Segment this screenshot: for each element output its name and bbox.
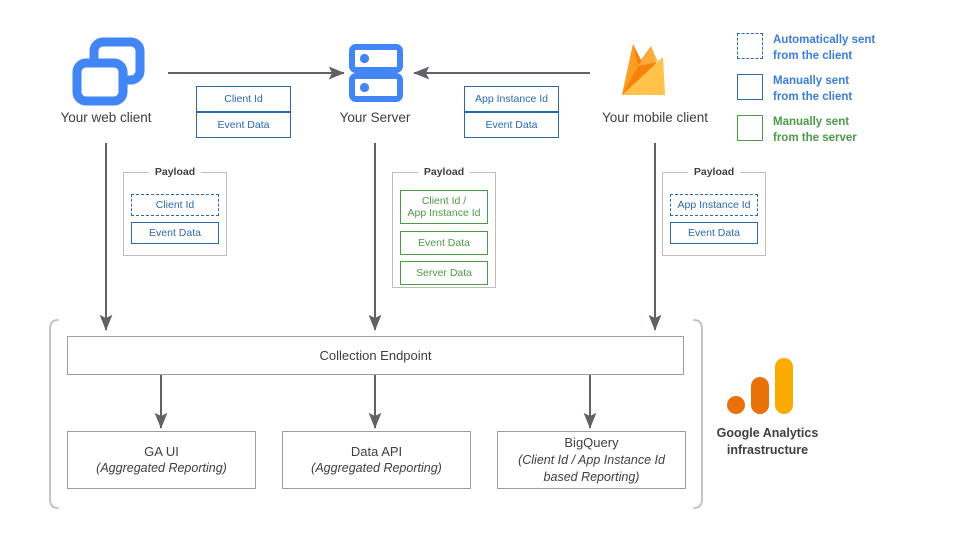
output-subtitle-data-api: (Aggregated Reporting)	[311, 461, 442, 476]
transmission-chip-event-data: Event Data	[196, 112, 291, 138]
output-box-bigquery: BigQuery (Client Id / App Instance Id ba…	[497, 431, 686, 489]
legend-line1-manual-server: Manually sent	[773, 116, 850, 128]
payload-item-line1: Client Id /	[421, 194, 467, 207]
legend-line2-manual-server: from the server	[773, 131, 857, 144]
output-box-data-api: Data API (Aggregated Reporting)	[282, 431, 471, 489]
firebase-flame-icon	[622, 44, 665, 95]
payload-title-web-client: Payload	[148, 166, 202, 178]
legend-swatch-solid-blue	[737, 74, 763, 100]
google-analytics-logo	[727, 358, 793, 414]
payload-title-mobile-client: Payload	[687, 166, 741, 178]
output-subtitle-bigquery-line2: based Reporting)	[543, 469, 640, 484]
collection-endpoint-label: Collection Endpoint	[319, 347, 432, 363]
legend-label-manual-client: Manually sent from the client	[773, 74, 852, 105]
node-label-server: Your Server	[339, 110, 411, 125]
legend-line2-automatic-client: from the client	[773, 49, 853, 62]
legend-item-automatic-client: Automatically sent from the client	[737, 33, 875, 64]
browser-windows-icon	[72, 37, 145, 106]
payload-item-event-data-mobile: Event Data	[670, 222, 758, 244]
infrastructure-brace-right	[693, 319, 703, 509]
payload-item-event-data: Event Data	[131, 222, 219, 244]
legend-item-manual-client: Manually sent from the client	[737, 74, 852, 105]
legend-swatch-dashed-blue	[737, 33, 763, 59]
output-subtitle-ga-ui: (Aggregated Reporting)	[96, 461, 227, 476]
output-title-ga-ui: GA UI	[144, 443, 179, 459]
payload-item-server-data: Server Data	[400, 261, 488, 285]
node-label-web-client: Your web client	[60, 110, 152, 125]
legend-item-manual-server: Manually sent from the server	[737, 115, 857, 146]
output-box-ga-ui: GA UI (Aggregated Reporting)	[67, 431, 256, 489]
infrastructure-caption-line1: Google Analytics	[716, 426, 819, 440]
infrastructure-caption: Google Analytics infrastructure	[690, 425, 845, 459]
server-racks-icon	[349, 44, 403, 102]
collection-endpoint-box: Collection Endpoint	[67, 336, 684, 375]
payload-item-client-id: Client Id	[131, 194, 219, 216]
payload-item-client-or-app-instance-id: Client Id / App Instance Id	[400, 190, 488, 224]
payload-title-server: Payload	[417, 166, 471, 178]
output-subtitle-bigquery-line1: (Client Id / App Instance Id	[518, 452, 665, 467]
legend-label-manual-server: Manually sent from the server	[773, 115, 857, 146]
node-label-mobile-client: Your mobile client	[601, 110, 709, 125]
payload-item-line2: App Instance Id	[407, 207, 481, 219]
output-title-bigquery: BigQuery	[564, 435, 619, 451]
legend-swatch-solid-green	[737, 115, 763, 141]
infrastructure-brace-left	[49, 319, 59, 509]
legend-label-automatic-client: Automatically sent from the client	[773, 33, 875, 64]
output-title-data-api: Data API	[350, 443, 403, 459]
legend-line1-automatic-client: Automatically sent	[773, 34, 876, 46]
transmission-chip-app-instance-id: App Instance Id	[464, 86, 559, 112]
payload-item-event-data-server: Event Data	[400, 231, 488, 255]
infrastructure-caption-line2: infrastructure	[726, 442, 809, 457]
legend-line1-manual-client: Manually sent	[773, 75, 850, 87]
transmission-chip-event-data-mobile: Event Data	[464, 112, 559, 138]
legend-line2-manual-client: from the client	[773, 90, 853, 103]
transmission-chip-client-id: Client Id	[196, 86, 291, 112]
payload-item-app-instance-id: App Instance Id	[670, 194, 758, 216]
